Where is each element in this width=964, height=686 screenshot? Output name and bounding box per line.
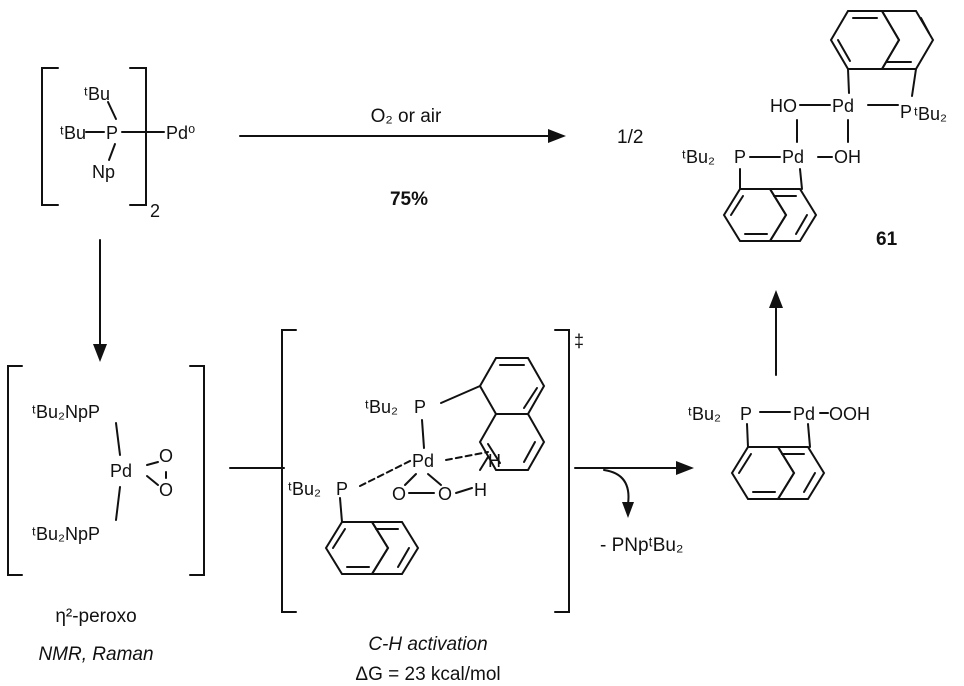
atom-Pd-top: Pd: [832, 96, 854, 116]
peroxo-brackets: [7, 365, 205, 576]
product-61-structure: [722, 10, 935, 242]
hp-P: P: [740, 404, 752, 424]
ts-dagger: ‡: [574, 331, 584, 351]
atom-tBu-left: ᵗBu: [60, 123, 86, 143]
atom-Np-dimer: Np: [92, 162, 115, 182]
hp-Pd: Pd: [793, 404, 815, 424]
ts-H-top: H: [488, 451, 501, 471]
peroxo-ligand-bottom: ᵗBu₂NpP: [32, 524, 100, 544]
arrow-ts-to-hydroperoxo: [574, 467, 681, 505]
ts-P-top: P: [414, 397, 426, 417]
byproduct-label: - PNpᵗBu₂: [600, 535, 683, 556]
atom-P-bottom: P: [734, 147, 746, 167]
atom-Pd0: Pd⁰: [166, 123, 195, 143]
ts-O-left: O: [392, 484, 406, 504]
pd0-dimer-bonds: [85, 101, 165, 161]
curved-arrow-head: [622, 502, 634, 518]
product-stoich: 1/2: [617, 127, 643, 148]
ts-arrow-head: [676, 461, 694, 475]
peroxo-ligand-top: ᵗBu₂NpP: [32, 402, 100, 422]
ts-Pd: Pd: [412, 451, 434, 471]
peroxo-Pd: Pd: [110, 461, 132, 481]
compound-number-61: 61: [876, 229, 898, 250]
ts-tBu2-top: ᵗBu₂: [365, 397, 398, 417]
peroxo-O-top: O: [159, 446, 173, 466]
hp-tBu2: ᵗBu₂: [688, 404, 721, 424]
atom-Pd-bottom: Pd: [782, 147, 804, 167]
atom-tBu2-bottom: ᵗBu₂: [682, 147, 715, 167]
ts-bonds: [324, 357, 546, 575]
hp-OOH: OOH: [829, 404, 870, 424]
ts-brackets: [281, 329, 570, 613]
hydroperoxo-structure: [730, 411, 829, 500]
peroxo-caption-1: η²-peroxo: [55, 606, 136, 627]
atom-tBu2-top: ᵗBu₂: [914, 104, 947, 124]
peroxo-O-bottom: O: [159, 480, 173, 500]
main-arrow-head: [548, 129, 566, 143]
atom-HO: HO: [770, 96, 797, 116]
atom-OH: OH: [834, 147, 861, 167]
up-arrow-head: [769, 290, 783, 308]
main-arrow-reagent: O₂ or air: [371, 106, 442, 127]
ts-P-left: P: [336, 479, 348, 499]
atom-P-dimer: P: [106, 123, 118, 143]
pd0-dimer-brackets: [41, 67, 147, 206]
peroxo-caption-2: NMR, Raman: [38, 644, 153, 665]
ts-H-bottom: H: [474, 480, 487, 500]
ts-tBu2-left: ᵗBu₂: [288, 479, 321, 499]
ts-caption-1: C-H activation: [368, 634, 487, 655]
atom-tBu-top: ᵗBu: [84, 84, 110, 104]
ts-caption-2: ΔG = 23 kcal/mol: [355, 664, 500, 685]
ts-O-right: O: [438, 484, 452, 504]
dimer-subscript: 2: [150, 201, 160, 221]
main-arrow-yield: 75%: [390, 189, 428, 210]
atom-P-tBu2-top: P: [900, 102, 912, 122]
peroxo-bonds: [115, 422, 167, 521]
down-arrow-head: [93, 344, 107, 362]
